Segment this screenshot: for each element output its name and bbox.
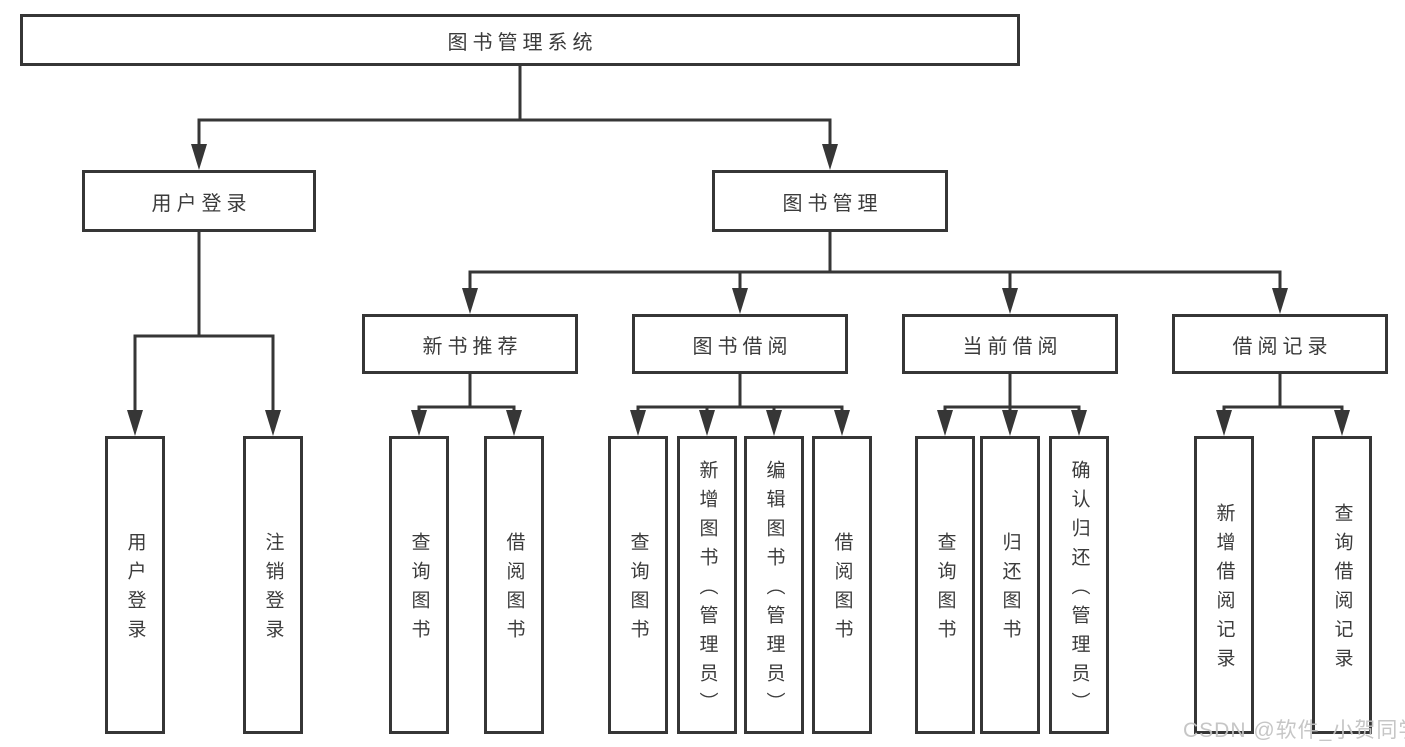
leaf-query-borrow-record-label: 查询借阅记录 <box>1331 503 1353 677</box>
leaf-edit-book-admin-label: 编辑图书（管理员） <box>763 459 785 721</box>
arrow-borrow-records <box>1272 288 1288 314</box>
leaf-add-borrow-record: 新增借阅记录 <box>1194 436 1254 734</box>
node-borrowing-records: 借阅记录 <box>1172 314 1388 374</box>
node-book-borrowing-label: 图书借阅 <box>692 335 793 358</box>
csdn-watermark: CSDN @软件_小贺同学 <box>1183 719 1405 742</box>
leaf-query-books-recommend-label: 查询图书 <box>408 532 430 648</box>
node-borrowing-records-label: 借阅记录 <box>1232 335 1333 358</box>
node-user-login-label: 用户登录 <box>151 192 252 215</box>
leaf-query-books-current: 查询图书 <box>915 436 975 734</box>
leaf-borrow-books-borrowing-label: 借阅图书 <box>831 532 853 648</box>
leaf-edit-book-admin: 编辑图书（管理员） <box>744 436 804 734</box>
arrow-new-book-rec <box>462 288 478 314</box>
node-new-book-recommend: 新书推荐 <box>362 314 578 374</box>
leaf-borrow-books-recommend: 借阅图书 <box>484 436 544 734</box>
leaf-confirm-return-admin: 确认归还（管理员） <box>1049 436 1109 734</box>
leaf-borrow-books-borrowing: 借阅图书 <box>812 436 872 734</box>
node-book-borrowing: 图书借阅 <box>632 314 848 374</box>
leaf-query-books-recommend: 查询图书 <box>389 436 449 734</box>
node-library-system-label: 图书管理系统 <box>447 31 598 54</box>
node-new-book-recommend-label: 新书推荐 <box>422 335 523 358</box>
arrow-book-mgmt <box>822 144 838 170</box>
leaf-add-borrow-record-label: 新增借阅记录 <box>1213 503 1235 677</box>
leaf-add-book-admin-label: 新增图书（管理员） <box>696 459 718 721</box>
arrowheads <box>127 144 1350 436</box>
leaf-user-login-label: 用户登录 <box>124 532 146 648</box>
node-library-system: 图书管理系统 <box>20 14 1020 66</box>
leaf-return-books-label: 归还图书 <box>999 532 1021 648</box>
node-current-borrowing-label: 当前借阅 <box>962 335 1063 358</box>
leaf-add-book-admin: 新增图书（管理员） <box>677 436 737 734</box>
leaf-query-books-borrowing: 查询图书 <box>608 436 668 734</box>
leaf-query-books-borrowing-label: 查询图书 <box>627 532 649 648</box>
leaf-borrow-books-recommend-label: 借阅图书 <box>503 532 525 648</box>
leaf-logout-login: 注销登录 <box>243 436 303 734</box>
node-current-borrowing: 当前借阅 <box>902 314 1118 374</box>
node-book-management-label: 图书管理 <box>782 192 883 215</box>
leaf-confirm-return-admin-label: 确认归还（管理员） <box>1068 459 1090 721</box>
leaf-user-login: 用户登录 <box>105 436 165 734</box>
leaf-return-books: 归还图书 <box>980 436 1040 734</box>
arrow-book-borrow <box>732 288 748 314</box>
node-user-login: 用户登录 <box>82 170 316 232</box>
leaf-query-borrow-record: 查询借阅记录 <box>1312 436 1372 734</box>
leaf-query-books-current-label: 查询图书 <box>934 532 956 648</box>
arrow-current-borrow <box>1002 288 1018 314</box>
node-book-management: 图书管理 <box>712 170 948 232</box>
leaf-logout-login-label: 注销登录 <box>262 532 284 648</box>
arrow-user-login <box>191 144 207 170</box>
